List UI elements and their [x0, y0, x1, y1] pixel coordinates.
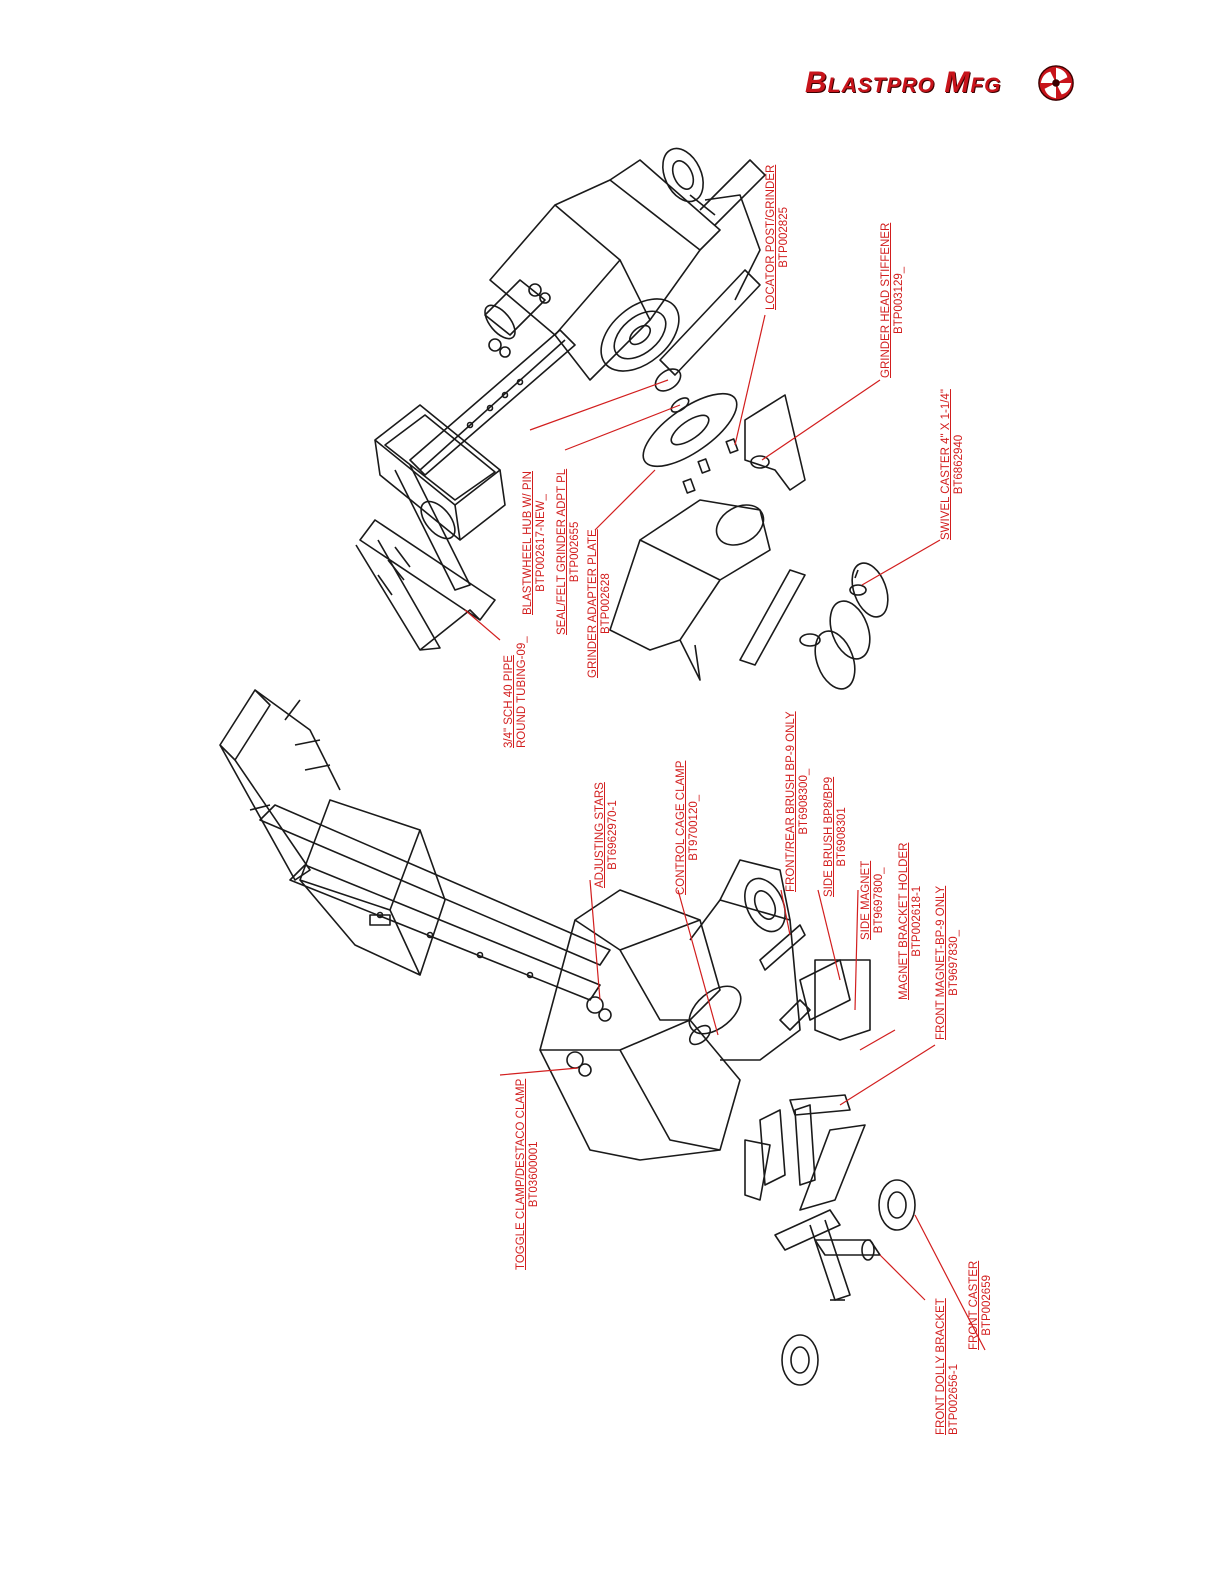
callout-control-cage-clamp: CONTROL CAGE CLAMP BT9700120_	[675, 761, 701, 895]
callout-front-rear-brush: FRONT/REAR BRUSH BP-9 ONLY BT6908300_	[785, 711, 811, 892]
part-number: ROUND TUBING-09_	[516, 636, 528, 748]
part-name: FRONT MAGNET-BP-9 ONLY	[935, 885, 947, 1040]
part-name: FRONT CASTER	[968, 1260, 980, 1350]
blastpro-logo: Blastpro Mfg	[805, 60, 1075, 110]
fan-swirl-icon	[1038, 65, 1074, 101]
part-name: SIDE MAGNET	[860, 860, 872, 940]
part-number: BTP002655	[569, 521, 581, 583]
callout-magnet-bracket-holder: MAGNET BRACKET HOLDER BTP002618-1	[898, 843, 924, 1000]
leader-lines	[464, 314, 986, 1351]
callout-front-dolly-bracket: FRONT DOLLY BRACKET BTP002656-1	[935, 1298, 961, 1435]
part-name: MAGNET BRACKET HOLDER	[898, 842, 910, 1000]
part-name: BLASTWHEEL HUB W/ PIN	[522, 471, 534, 615]
callout-locator-post: LOCATOR POST/GRINDER BTP002825	[765, 165, 791, 310]
part-number: BTP002617-NEW_	[535, 494, 547, 592]
part-name: ADJUSTING STARS	[594, 782, 606, 888]
callout-swivel-caster: SWIVEL CASTER 4" X 1-1/4" BT6862940	[940, 389, 966, 540]
part-name: FRONT DOLLY BRACKET	[935, 1298, 947, 1435]
part-name: SIDE BRUSH BP8/BP9	[823, 776, 835, 897]
part-number: BTP002656-1	[948, 1364, 960, 1435]
part-number: BT9700120_	[688, 794, 700, 861]
part-name: LOCATOR POST/GRINDER	[765, 164, 777, 310]
callout-toggle-clamp: TOGGLE CLAMP/DESTACO CLAMP BT03600001	[515, 1079, 541, 1270]
callout-adjusting-stars: ADJUSTING STARS BT6962970-1	[594, 782, 620, 888]
part-number: BT03600001	[528, 1141, 540, 1208]
part-number: BTP002659	[981, 1275, 993, 1336]
callout-side-magnet: SIDE MAGNET BT9697800_	[860, 861, 886, 940]
callout-seal-felt: SEAL/FELT GRINDER ADPT PL BTP002655	[556, 469, 582, 635]
part-number: BT9697800_	[873, 867, 885, 934]
part-number: BTP002618-1	[911, 885, 923, 957]
callout-blastwheel-hub: BLASTWHEEL HUB W/ PIN BTP002617-NEW_	[522, 471, 548, 615]
part-number: BT6962970-1	[607, 800, 619, 870]
part-name: GRINDER ADAPTER PLATE	[587, 529, 599, 678]
part-name: SWIVEL CASTER 4" X 1-1/4"	[940, 389, 952, 540]
part-number: BT6862940	[953, 434, 965, 495]
part-number: BT9697830_	[948, 929, 960, 996]
part-name: TOGGLE CLAMP/DESTACO CLAMP	[515, 1078, 527, 1270]
part-name: GRINDER HEAD STIFFENER	[880, 222, 892, 378]
callout-side-brush: SIDE BRUSH BP8/BP9 BT6908301	[823, 777, 849, 897]
part-name: 3/4" SCH 40 PIPE	[503, 655, 515, 748]
lower-assembly	[219, 689, 916, 1386]
callout-grinder-adapter-plate: GRINDER ADAPTER PLATE BTP002628	[587, 529, 613, 678]
part-name: SEAL/FELT GRINDER ADPT PL	[556, 468, 568, 635]
callout-sch40-pipe: 3/4" SCH 40 PIPE ROUND TUBING-09_	[503, 636, 529, 748]
part-name: CONTROL CAGE CLAMP	[675, 760, 687, 895]
logo-text: Blastpro Mfg	[805, 66, 1002, 99]
part-number: BT6908300_	[798, 768, 810, 835]
callout-front-magnet: FRONT MAGNET-BP-9 ONLY BT9697830_	[935, 886, 961, 1040]
callout-front-caster: FRONT CASTER BTP002659	[968, 1261, 994, 1350]
part-number: BTP002825	[778, 207, 790, 268]
part-number: BTP003129_	[893, 266, 905, 334]
upper-assembly	[355, 147, 889, 690]
part-number: BT6908301	[836, 807, 848, 867]
part-number: BTP002628	[600, 573, 612, 635]
callout-grinder-head-stiffener: GRINDER HEAD STIFFENER BTP003129_	[880, 223, 906, 378]
part-name: FRONT/REAR BRUSH BP-9 ONLY	[785, 711, 797, 892]
